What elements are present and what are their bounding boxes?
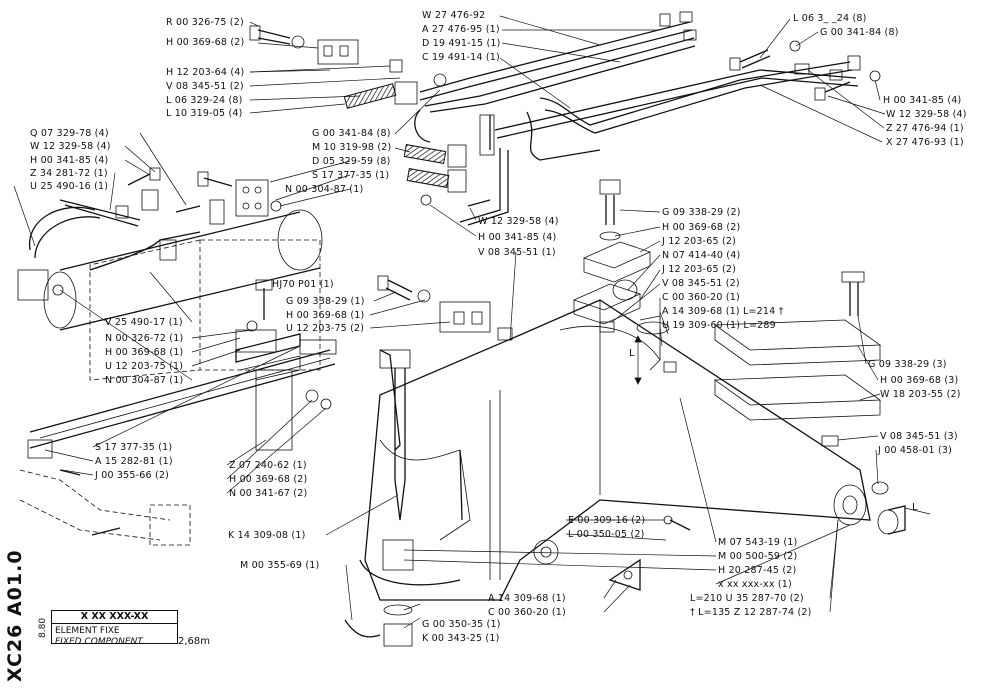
callout-label: W 12 329-58 (4) bbox=[30, 141, 111, 152]
callout-label: H 12 203-64 (4) bbox=[166, 67, 245, 78]
callout-label: V 08 345-51 (3) bbox=[880, 431, 958, 442]
callout-label: H 00 341-85 (4) bbox=[30, 155, 109, 166]
callout-label: V 25 490-17 (1) bbox=[105, 317, 183, 328]
callout-label: U 12 203-75 (1) bbox=[105, 361, 184, 372]
title-block: X XX XXX-XX ELEMENT FIXE FIXED COMPONENT bbox=[51, 610, 178, 647]
callout-label: L 10 319-05 (4) bbox=[166, 108, 243, 119]
callout-label: H 00 369-68 (2) bbox=[662, 222, 741, 233]
callout-label: x xx xxx-xx (1) bbox=[718, 579, 792, 590]
title-main: ELEMENT FIXE bbox=[55, 626, 120, 636]
callout-label: Z 07 240-62 (1) bbox=[229, 460, 307, 471]
callout-label: N 00 341-67 (2) bbox=[229, 488, 308, 499]
callout-label: † L=135 Z 12 287-74 (2) bbox=[690, 607, 812, 618]
callout-label: N 00 304-87 (1) bbox=[285, 184, 364, 195]
callout-label: V 08 345-51 (2) bbox=[166, 81, 244, 92]
callout-label: G 00 341-84 (8) bbox=[312, 128, 391, 139]
callout-label: Z 34 281-72 (1) bbox=[30, 168, 108, 179]
callout-label: M 10 319-98 (2) bbox=[312, 142, 392, 153]
top-fasteners bbox=[249, 25, 881, 207]
callout-label: G 09 338-29 (1) bbox=[286, 296, 365, 307]
callout-label: C 19 491-14 (1) bbox=[422, 52, 500, 63]
callout-label: R 00 326-75 (2) bbox=[166, 17, 244, 28]
title-sub: FIXED COMPONENT bbox=[55, 637, 143, 647]
callout-label: A 14 309-68 (1) bbox=[488, 593, 566, 604]
callout-label: Q 07 329-78 (4) bbox=[30, 128, 109, 139]
callout-label: C 00 360-20 (1) bbox=[488, 607, 566, 618]
callout-label: U 25 490-16 (1) bbox=[30, 181, 109, 192]
callout-label: W 27 476-92 bbox=[422, 10, 486, 21]
callout-label: U 19 309-60 (1) L=289 bbox=[662, 320, 776, 331]
dimension-marks bbox=[634, 335, 931, 515]
callout-label: N 07 414-40 (4) bbox=[662, 250, 741, 261]
main-frame bbox=[344, 299, 871, 647]
callout-label: W 12 329-58 (4) bbox=[478, 216, 559, 227]
dimension-label-l: L bbox=[629, 348, 635, 359]
callout-label: G 09 338-29 (2) bbox=[662, 207, 741, 218]
callout-label: H 00 369-68 (1) bbox=[286, 310, 365, 321]
component-size: 2,68m bbox=[178, 636, 211, 647]
callout-label: J 12 203-65 (2) bbox=[662, 236, 737, 247]
callout-label: N 00 326-72 (1) bbox=[105, 333, 184, 344]
callout-label: S 17 377-35 (1) bbox=[312, 170, 390, 181]
callout-label: H 00 341-85 (4) bbox=[883, 95, 962, 106]
callout-label: E 00 309-16 (2) bbox=[568, 515, 646, 526]
callout-label: L 00 350-05 (2) bbox=[568, 529, 645, 540]
callout-label: H 00 369-68 (2) bbox=[166, 37, 245, 48]
callout-label: H 00 341-85 (4) bbox=[478, 232, 557, 243]
callout-label: A 27 476-95 (1) bbox=[422, 24, 500, 35]
callout-label: D 05 329-59 (8) bbox=[312, 156, 391, 167]
leader-lines bbox=[13, 15, 886, 629]
callout-label: H 00 369-68 (2) bbox=[229, 474, 308, 485]
callout-label: M 00 355-69 (1) bbox=[240, 560, 320, 571]
callout-label: HJ70 P01 (1) bbox=[272, 279, 334, 290]
callout-label: V 08 345-51 (1) bbox=[478, 247, 556, 258]
title-ref-code: X XX XXX-XX bbox=[52, 611, 177, 624]
callout-label: G 00 350-35 (1) bbox=[422, 619, 501, 630]
callout-label: G 00 341-84 (8) bbox=[820, 27, 899, 38]
callout-label: H 20 287-45 (2) bbox=[718, 565, 797, 576]
sheet-date: 8.80 bbox=[38, 617, 48, 638]
callout-label: V 08 345-51 (2) bbox=[662, 278, 740, 289]
callout-label: S 17 377-35 (1) bbox=[95, 442, 173, 453]
hydraulic-pipe-bundle bbox=[343, 11, 861, 226]
callout-label: U 12 203-75 (2) bbox=[286, 323, 365, 334]
dimension-label-l: L bbox=[912, 502, 918, 513]
callout-label: K 00 343-25 (1) bbox=[422, 633, 500, 644]
callout-label: X 27 476-93 (1) bbox=[886, 137, 964, 148]
callout-label: J 12 203-65 (2) bbox=[662, 264, 737, 275]
callout-label: J 00 458-01 (3) bbox=[878, 445, 953, 456]
callout-label: W 18 203-55 (2) bbox=[880, 389, 961, 400]
callout-label: A 14 309-68 (1) L=214 † bbox=[662, 306, 784, 317]
callout-label: C 00 360-20 (1) bbox=[662, 292, 740, 303]
callout-label: J 00 355-66 (2) bbox=[95, 470, 170, 481]
right-upper-stack bbox=[572, 179, 906, 535]
callout-label: L=210 U 35 287-70 (2) bbox=[690, 593, 804, 604]
callout-label: A 15 282-81 (1) bbox=[95, 456, 173, 467]
callout-label: W 12 329-58 (4) bbox=[886, 109, 967, 120]
callout-label: D 19 491-15 (1) bbox=[422, 38, 501, 49]
callout-label: N 00 304-87 (1) bbox=[105, 375, 184, 386]
callout-label: H 00 369-68 (1) bbox=[105, 347, 184, 358]
callout-label: Z 27 476-94 (1) bbox=[886, 123, 964, 134]
callout-label: L 06 329-24 (8) bbox=[166, 95, 243, 106]
callout-label: G 09 338-29 (3) bbox=[868, 359, 947, 370]
center-clamp bbox=[377, 275, 513, 341]
callout-label: L 06 3_ _24 (8) bbox=[793, 13, 867, 24]
callout-label: K 14 309-08 (1) bbox=[228, 530, 306, 541]
callout-label: M 00 500-59 (2) bbox=[718, 551, 798, 562]
callout-label: M 07 543-19 (1) bbox=[718, 537, 798, 548]
callout-label: H 00 369-68 (3) bbox=[880, 375, 959, 386]
